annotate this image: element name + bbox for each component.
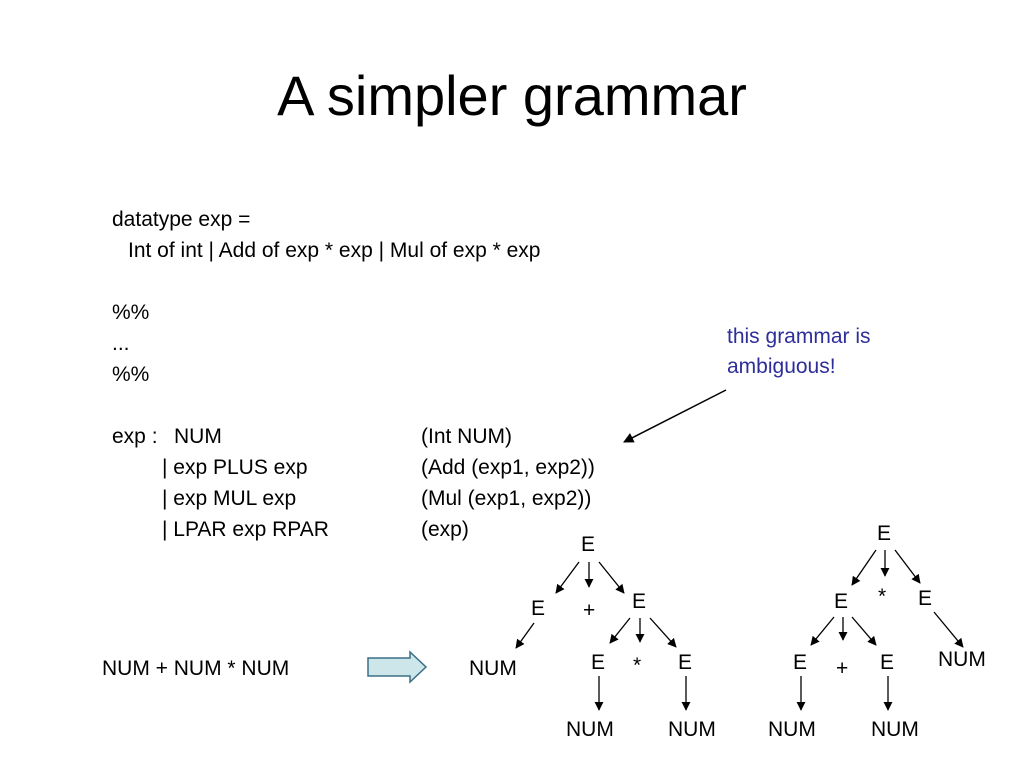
edge (598, 561, 625, 594)
edge (609, 617, 631, 644)
grammar-rule-4: | LPAR exp RPAR (exp) (112, 514, 469, 545)
rule-production: | LPAR exp RPAR (162, 518, 329, 541)
tree-1-edges (515, 561, 691, 711)
input-expression: NUM + NUM * NUM (102, 657, 290, 680)
edge (933, 611, 964, 648)
ellipsis-line: ... (112, 332, 130, 355)
edge (515, 622, 535, 649)
tree-2-leaf-b: NUM (871, 718, 919, 741)
block-arrow-icon (367, 650, 428, 684)
rule-production: | exp PLUS exp (162, 456, 308, 479)
tree-1-leaf-a: NUM (566, 718, 614, 741)
rule-action: (Add (exp1, exp2)) (421, 456, 595, 479)
separator-2: %% (112, 363, 150, 386)
rule-lhs: exp : (112, 425, 158, 448)
tree-1-root: E (581, 533, 596, 556)
tree-1-right-left: E (591, 651, 606, 674)
slide-title: A simpler grammar (277, 64, 747, 127)
tree-2-right: E (918, 587, 933, 610)
tree-1-op: + (583, 599, 596, 622)
edge (555, 561, 580, 594)
note-line-1: this grammar is (727, 325, 871, 348)
datatype-line-2-text: Int of int | Add of exp * exp | Mul of e… (128, 239, 541, 262)
rule-production: NUM (174, 425, 222, 448)
edge (851, 616, 877, 646)
grammar-rule-3: | exp MUL exp (Mul (exp1, exp2)) (112, 483, 591, 514)
edge (851, 549, 877, 586)
tree-2-left-left: E (793, 651, 808, 674)
grammar-rule-2: | exp PLUS exp (Add (exp1, exp2)) (112, 452, 595, 483)
tree-2-left-op: + (836, 657, 849, 680)
tree-1-left-leaf: NUM (469, 657, 517, 680)
ambiguity-note: this grammar is ambiguous! (727, 322, 871, 382)
grammar-rule-1: exp : NUM (Int NUM) (112, 421, 512, 452)
tree-1-left: E (531, 597, 546, 620)
rule-action: (Mul (exp1, exp2)) (421, 487, 592, 510)
tree-2-leaf-a: NUM (768, 718, 816, 741)
tree-2-root: E (877, 522, 892, 545)
rule-action: (exp) (421, 518, 469, 541)
tree-2-edges (796, 549, 964, 711)
rule-action: (Int NUM) (421, 425, 512, 448)
edge (649, 617, 677, 648)
tree-1-right: E (632, 590, 647, 613)
grammar-code-block: datatype exp = Int of int | Add of exp *… (112, 204, 595, 545)
note-pointer-arrow (623, 389, 727, 443)
edge (894, 549, 921, 584)
rule-production: | exp MUL exp (162, 487, 297, 510)
tree-2-left-right: E (880, 651, 895, 674)
tree-1-right-op: * (633, 654, 642, 677)
separator-1: %% (112, 301, 150, 324)
tree-2-right-leaf: NUM (938, 648, 986, 671)
tree-2-left: E (834, 590, 849, 613)
note-line-2: ambiguous! (727, 355, 836, 378)
datatype-line-2: Int of int | Add of exp * exp | Mul of e… (112, 235, 540, 266)
tree-1-right-right: E (678, 651, 693, 674)
datatype-line-1: datatype exp = (112, 208, 251, 231)
tree-1-leaf-b: NUM (668, 718, 716, 741)
tree-2-op: * (878, 585, 887, 608)
edge (810, 616, 835, 646)
